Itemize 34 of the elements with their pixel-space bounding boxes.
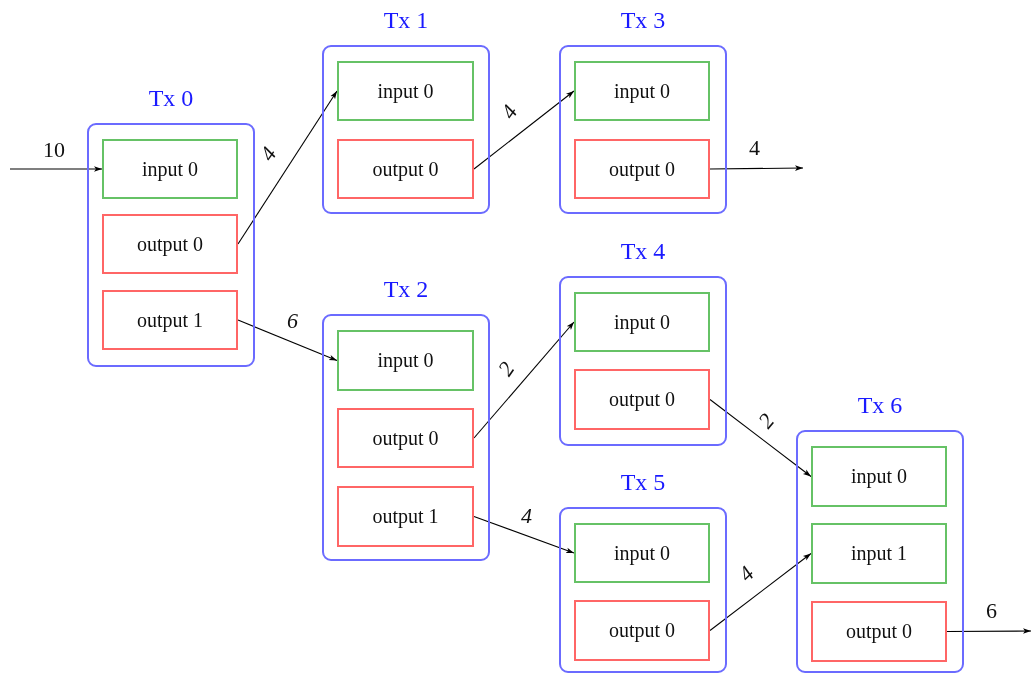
transaction-title: Tx 1 <box>382 7 430 34</box>
input-box: input 0 <box>574 61 710 121</box>
output-box: output 0 <box>337 408 474 468</box>
input-box: input 1 <box>811 523 947 584</box>
arrow <box>237 90 338 245</box>
transaction-title: Tx 5 <box>619 469 667 496</box>
output-box: output 0 <box>102 214 238 274</box>
output-box: output 0 <box>337 139 474 199</box>
transaction-title: Tx 6 <box>856 392 904 419</box>
output-box: output 1 <box>337 486 474 547</box>
arrow <box>473 321 575 439</box>
output-box: output 0 <box>811 601 947 662</box>
arrow <box>946 628 1032 634</box>
input-box: input 0 <box>574 523 710 583</box>
transaction-title: Tx 0 <box>147 85 195 112</box>
arrow <box>237 319 338 362</box>
arrow <box>709 552 812 632</box>
output-box: output 1 <box>102 290 238 350</box>
output-box: output 0 <box>574 369 710 430</box>
arrow <box>709 165 804 171</box>
transaction-title: Tx 4 <box>619 238 667 265</box>
arrow <box>9 166 103 172</box>
input-box: input 0 <box>102 139 238 199</box>
input-box: input 0 <box>811 446 947 507</box>
output-box: output 0 <box>574 600 710 661</box>
arrow <box>709 398 812 478</box>
arrow <box>473 90 575 170</box>
arrow <box>473 515 575 554</box>
output-box: output 0 <box>574 139 710 199</box>
input-box: input 0 <box>574 292 710 352</box>
input-box: input 0 <box>337 330 474 391</box>
input-box: input 0 <box>337 61 474 121</box>
transaction-title: Tx 2 <box>382 276 430 303</box>
transaction-title: Tx 3 <box>619 7 667 34</box>
